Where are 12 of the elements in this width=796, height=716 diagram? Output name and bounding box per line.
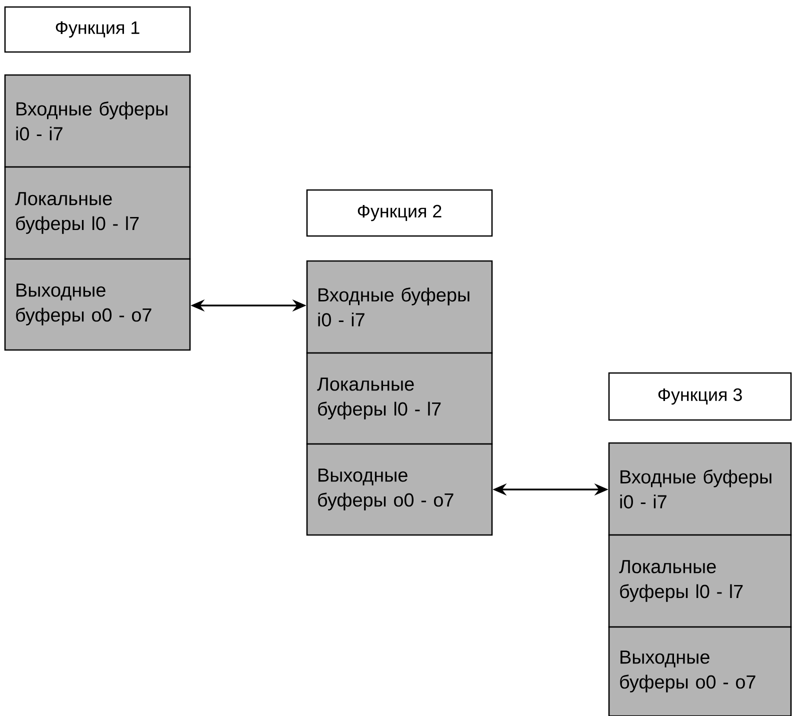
buffer-cell: Локальные буферы l0 - l7 (608, 534, 792, 628)
function-box: Функция 2 (306, 189, 493, 237)
buffer-cell: Выходные буферы o0 - o7 (608, 626, 792, 716)
buffer-cell: Входные буферы i0 - i7 (608, 442, 792, 536)
buffer-cell: Входные буферы i0 - i7 (4, 74, 191, 168)
function-box: Функция 3 (608, 372, 792, 421)
buffer-cell: Выходные буферы o0 - o7 (306, 443, 493, 536)
buffer-cell: Входные буферы i0 - i7 (306, 260, 493, 354)
buffer-cell: Локальные буферы l0 - l7 (306, 352, 493, 445)
buffer-cell: Локальные буферы l0 - l7 (4, 166, 191, 260)
function-box: Функция 1 (4, 6, 191, 53)
buffer-cell: Выходные буферы o0 - o7 (4, 258, 191, 351)
